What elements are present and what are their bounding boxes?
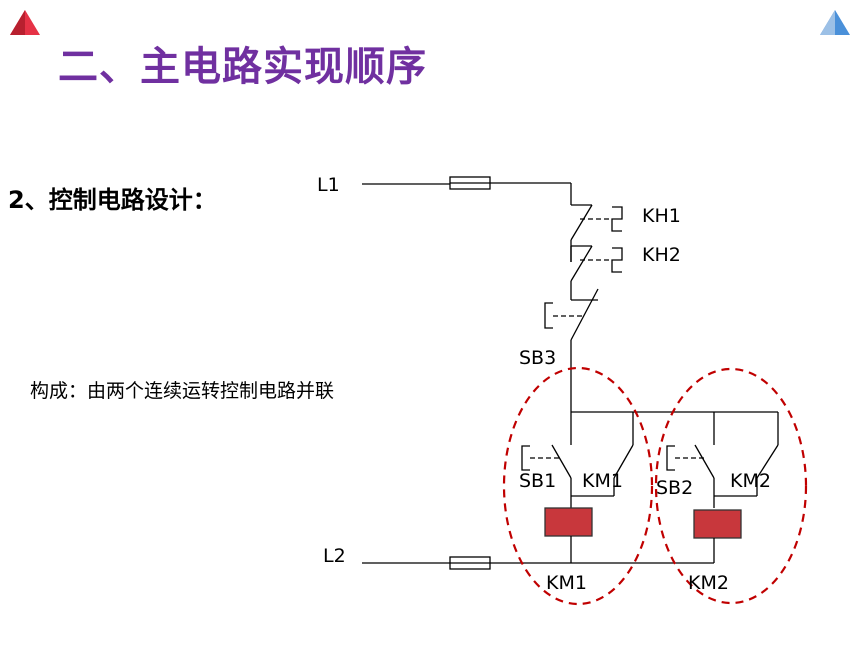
label-km2-contact: KM2 bbox=[730, 470, 771, 492]
label-km1-coil: KM1 bbox=[546, 572, 587, 594]
label-kh2: KH2 bbox=[642, 244, 681, 266]
label-km2-coil: KM2 bbox=[688, 572, 729, 594]
page-title: 二、主电路实现顺序 bbox=[58, 44, 427, 90]
label-l1: L1 bbox=[317, 174, 340, 196]
label-kh1: KH1 bbox=[642, 205, 681, 227]
km2-coil bbox=[693, 509, 742, 539]
corner-triangle-left-icon bbox=[10, 10, 40, 35]
label-km1-contact: KM1 bbox=[582, 470, 623, 492]
label-sb2: SB2 bbox=[656, 477, 693, 499]
label-sb1: SB1 bbox=[519, 470, 556, 492]
label-sb3: SB3 bbox=[519, 347, 556, 369]
highlight-circle-km1 bbox=[502, 366, 654, 606]
section-subtitle: 2、控制电路设计： bbox=[8, 186, 217, 214]
corner-triangle-right-icon bbox=[820, 10, 850, 35]
description-text: 构成：由两个连续运转控制电路并联 bbox=[30, 380, 335, 402]
km1-coil bbox=[544, 507, 593, 537]
highlight-circle-km2 bbox=[654, 367, 808, 605]
label-l2: L2 bbox=[323, 545, 346, 567]
